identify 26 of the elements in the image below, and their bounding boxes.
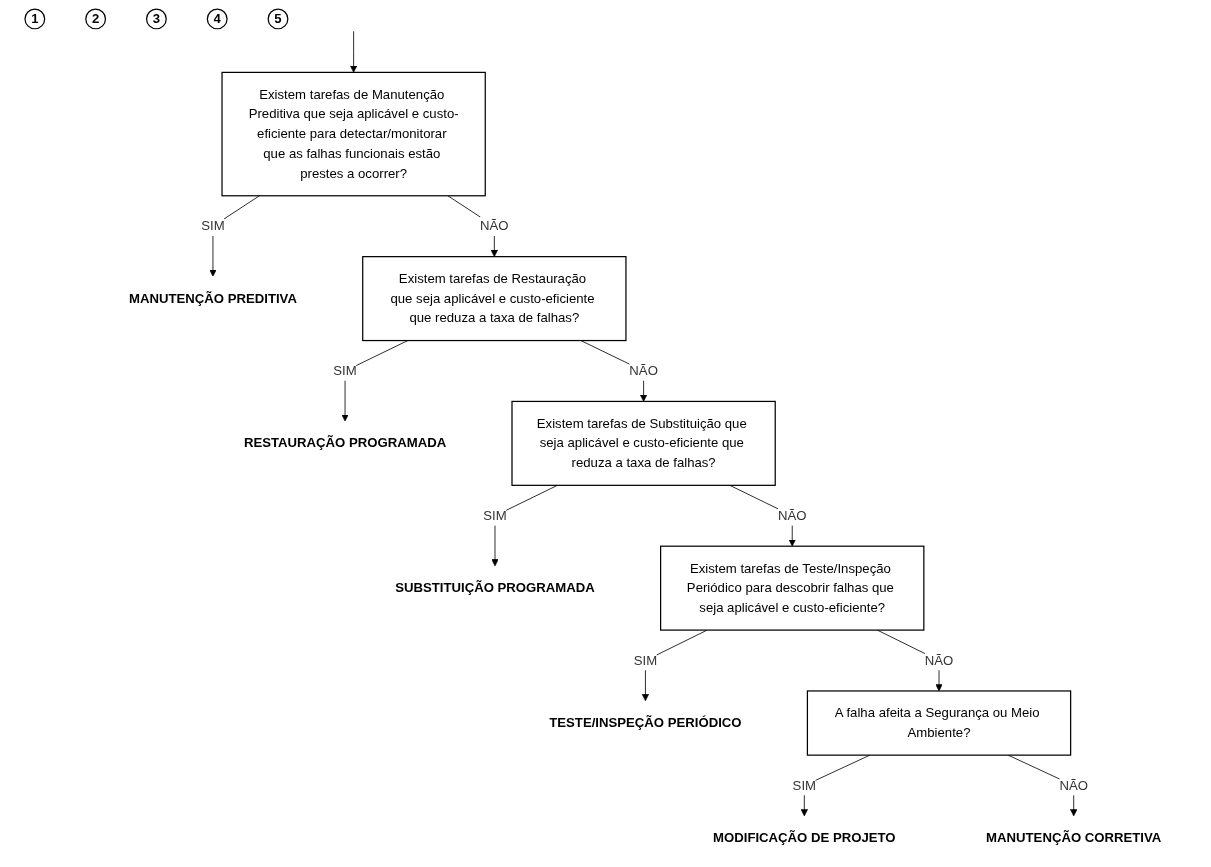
edge-label: SIM (201, 218, 225, 233)
edge-label: NÃO (924, 653, 954, 668)
node-text: RESTAURAÇÃO PROGRAMADA (243, 435, 447, 450)
node-circle: 3 (145, 8, 167, 30)
edge-label: NÃO (629, 363, 658, 378)
node-box: Existem tarefas de Teste/Inspeção Periódico para descobrir falhas que seja aplicável e custo-eficiente? (660, 545, 925, 631)
edge-label: NÃO (480, 218, 509, 233)
node-circle: 2 (85, 8, 107, 30)
node-text: MANUTENÇÃO CORRETIVA (986, 830, 1162, 845)
node-circle: 5 (267, 8, 289, 30)
edge-label: NÃO (777, 508, 807, 523)
edge-label: SIM (483, 508, 507, 523)
node-text: TESTE/INSPEÇÃO PERIÓDICO (549, 715, 742, 730)
node-box: Existem tarefas de Manutenção Preditiva que seja aplicável e custo-eficiente para detectar/monitorar que as falhas funcionais estão prestes a ocorrer? (221, 71, 486, 197)
edge-label: NÃO (1059, 778, 1088, 793)
edge-label: SIM (633, 653, 658, 668)
node-text: MODIFICAÇÃO DE PROJETO (713, 830, 896, 845)
node-box: Existem tarefas de Substituição que seja aplicável e custo-eficiente que reduza a taxa de falhas? (511, 400, 776, 486)
node-box: A falha afeita a Segurança ou Meio Ambiente? (806, 690, 1072, 756)
node-box: Existem tarefas de Restauração que seja aplicável e custo-eficiente que reduza a taxa de falhas? (362, 256, 627, 342)
node-circle: 4 (206, 8, 228, 30)
node-circle: 1 (24, 8, 46, 30)
edge-label: SIM (792, 778, 817, 793)
node-text: MANUTENÇÃO PREDITIVA (128, 291, 297, 306)
node-text: SUBSTITUIÇÃO PROGRAMADA (395, 580, 595, 595)
edge-label: SIM (333, 363, 357, 378)
